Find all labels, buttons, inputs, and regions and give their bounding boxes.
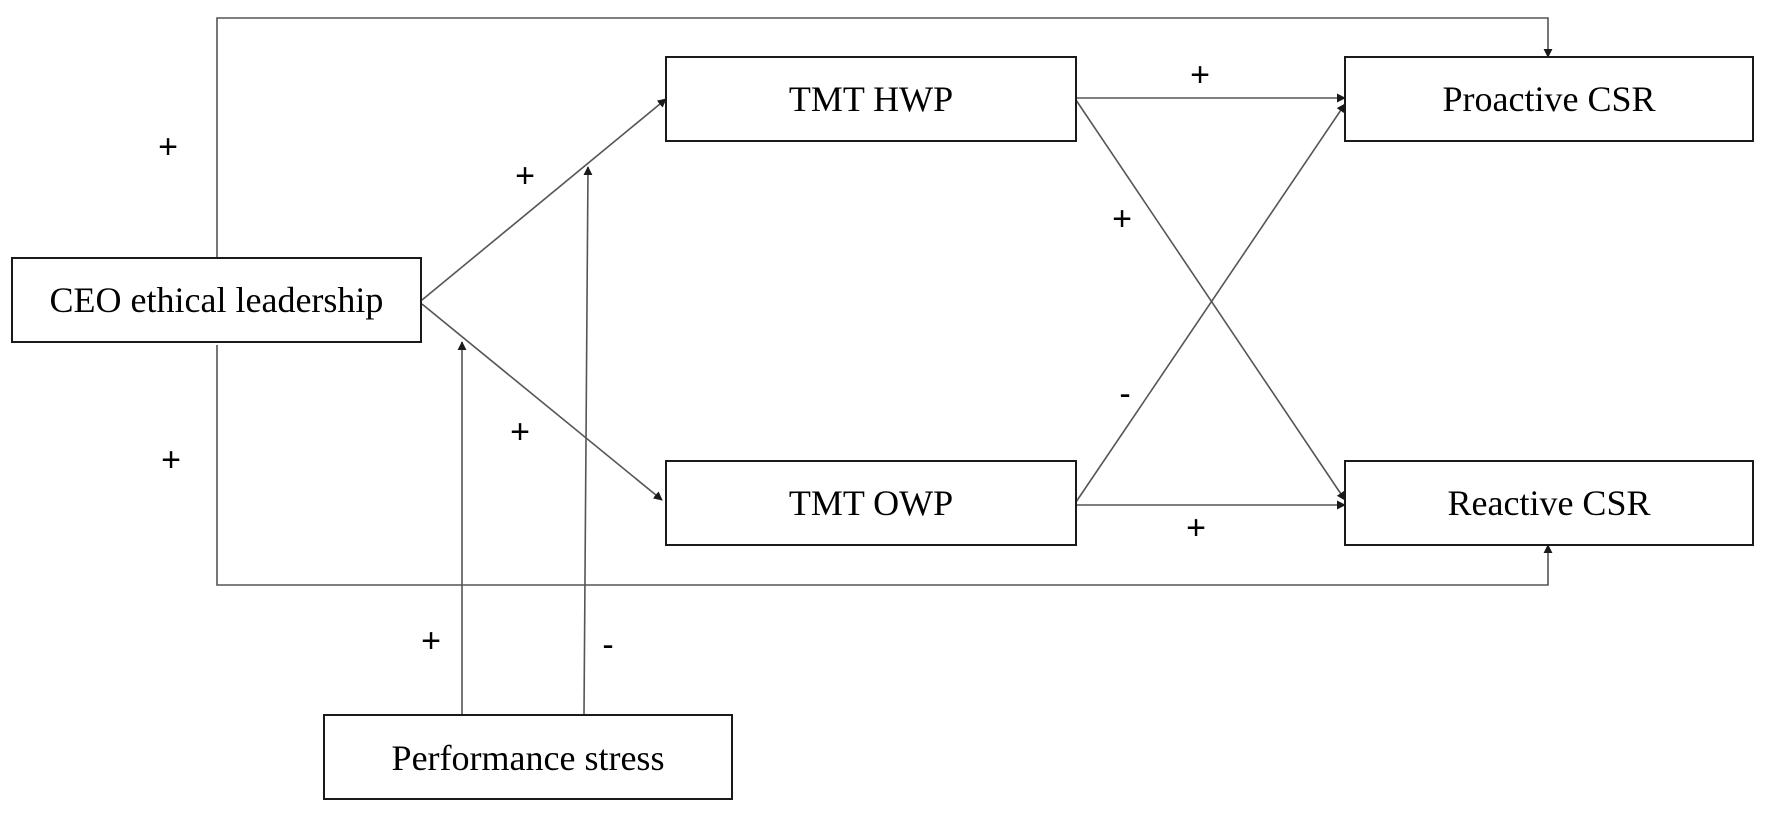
node-hwp-label: TMT HWP — [789, 79, 953, 119]
edge-ceo-to-owp — [421, 303, 663, 501]
sign-hwp-to-reactive: + — [1112, 200, 1132, 238]
node-tmt-owp: TMT OWP — [665, 460, 1077, 546]
sign-ceo-to-hwp: + — [515, 157, 535, 195]
node-tmt-hwp: TMT HWP — [665, 56, 1077, 142]
node-reactive-label: Reactive CSR — [1448, 483, 1651, 523]
node-owp-label: TMT OWP — [789, 483, 953, 523]
edge-signs: + + + + + + - + + - — [158, 56, 1210, 664]
node-stress-label: Performance stress — [392, 738, 665, 778]
sign-stress-mod-owp: + — [421, 622, 441, 660]
sign-stress-mod-hwp: - — [602, 626, 613, 664]
node-proactive-csr: Proactive CSR — [1344, 56, 1754, 142]
node-proactive-label: Proactive CSR — [1443, 79, 1656, 119]
node-reactive-csr: Reactive CSR — [1344, 460, 1754, 546]
sign-owp-to-reactive: + — [1186, 509, 1206, 547]
sign-owp-to-proactive: - — [1119, 375, 1130, 413]
sign-ceo-to-reactive: + — [161, 441, 181, 479]
edge-ceo-to-hwp — [421, 98, 667, 301]
sign-ceo-to-proactive: + — [158, 128, 178, 166]
sign-ceo-to-owp: + — [510, 413, 530, 451]
node-ceo-label: CEO ethical leadership — [50, 280, 384, 320]
node-ceo-ethical-leadership: CEO ethical leadership — [11, 257, 422, 343]
sign-hwp-to-proactive: + — [1190, 56, 1210, 94]
edge-owp-to-proactive — [1075, 103, 1346, 503]
edges — [216, 17, 1553, 715]
edge-hwp-to-reactive — [1075, 99, 1346, 501]
edge-ceo-to-reactive — [216, 345, 1553, 586]
edge-stress-mod-hwp — [583, 166, 593, 715]
edge-ceo-to-proactive — [216, 17, 1553, 258]
node-performance-stress: Performance stress — [323, 714, 733, 800]
